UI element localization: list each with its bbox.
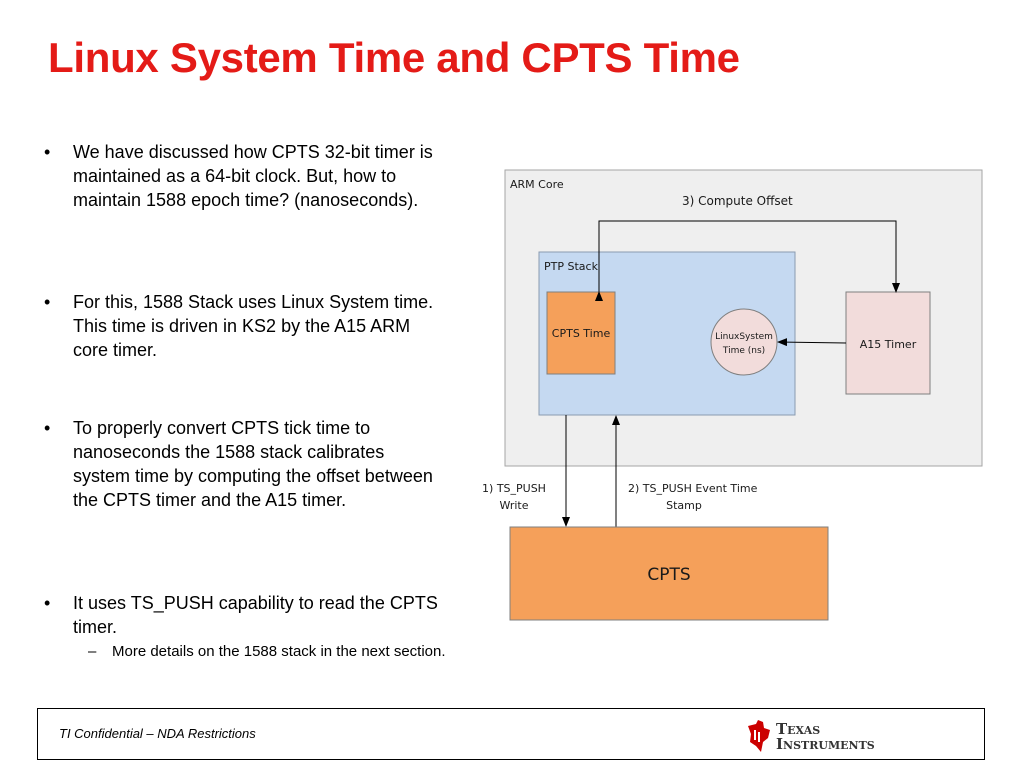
ts-push-event-label-line1: 2) TS_PUSH Event Time (628, 482, 758, 495)
bullet-marker: • (44, 292, 51, 312)
slide-title: Linux System Time and CPTS Time (48, 34, 740, 81)
logo-instruments-initial: I (776, 735, 783, 753)
architecture-diagram: ARM Core 3) Compute Offset PTP Stack CPT… (482, 169, 983, 621)
ts-push-write-label-line1: 1) TS_PUSH (482, 482, 546, 495)
sub-bullet-item: – More details on the 1588 stack in the … (88, 642, 468, 662)
ts-push-event-label-line2: Stamp (666, 499, 702, 512)
texas-instruments-logo: TEXAS INSTRUMENTS (748, 720, 875, 753)
a15-timer-label: A15 Timer (860, 338, 917, 351)
sub-bullet-marker: – (88, 643, 97, 660)
a15-to-linux-arrow (777, 338, 847, 347)
logo-texas-rest: EXAS (787, 724, 820, 737)
arm-core-label: ARM Core (510, 178, 564, 191)
svg-text:TEXAS: TEXAS (776, 720, 820, 738)
bullet-item: • For this, 1588 Stack uses Linux System… (44, 290, 444, 362)
compute-offset-label: 3) Compute Offset (682, 194, 793, 208)
cpts-box (509, 526, 829, 621)
compute-offset-arrow (595, 220, 900, 301)
bullet-item: • It uses TS_PUSH capability to read the… (44, 591, 444, 639)
cpts-time-label: CPTS Time (552, 327, 611, 340)
logo-instruments-rest: NSTRUMENTS (783, 739, 875, 752)
bullet-marker: • (44, 418, 51, 438)
linux-system-time-circle (710, 308, 778, 376)
a15-timer-box (845, 291, 931, 395)
linux-time-label-line2: Time (ns) (722, 346, 765, 356)
bullet-text: It uses TS_PUSH capability to read the C… (73, 593, 438, 637)
cpts-label: CPTS (647, 565, 690, 585)
sub-bullet-text: More details on the 1588 stack in the ne… (112, 643, 446, 660)
ptp-stack-label: PTP Stack (544, 260, 599, 273)
footer-bar: TI Confidential – NDA Restrictions TEXAS… (37, 708, 985, 760)
cpts-time-box (546, 291, 616, 375)
bullet-text: To properly convert CPTS tick time to na… (73, 418, 433, 510)
bullet-text: For this, 1588 Stack uses Linux System t… (73, 292, 434, 360)
logo-texas-initial: T (776, 720, 788, 738)
confidential-notice: TI Confidential – NDA Restrictions (59, 726, 256, 741)
bullet-item: • To properly convert CPTS tick time to … (44, 416, 444, 512)
ts-push-write-label-line2: Write (499, 499, 528, 512)
bullet-marker: • (44, 142, 51, 162)
linux-time-label-line1: LinuxSystem (715, 332, 773, 342)
svg-text:INSTRUMENTS: INSTRUMENTS (776, 735, 875, 753)
bullet-marker: • (44, 593, 51, 613)
bullet-text: We have discussed how CPTS 32-bit timer … (73, 142, 433, 210)
bullet-item: • We have discussed how CPTS 32-bit time… (44, 140, 444, 212)
